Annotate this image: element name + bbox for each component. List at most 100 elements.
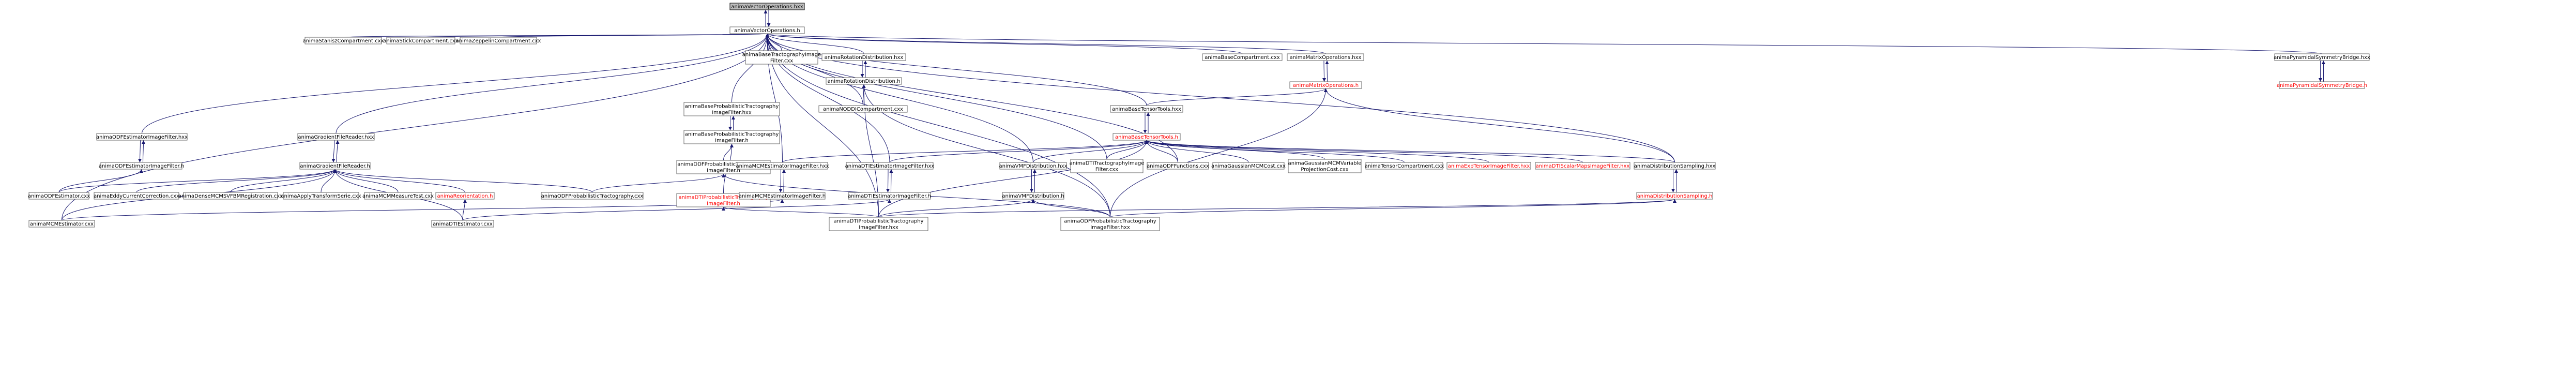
node-box[interactable] [1636, 192, 1713, 200]
file-node-animavmfdistribution-hxx[interactable]: animaVMFDistribution.hxx [999, 162, 1068, 170]
node-box[interactable] [821, 53, 906, 61]
file-node-animaapplytransformserie-cxx[interactable]: animaApplyTransformSerie.cxx [281, 192, 361, 200]
node-box[interactable] [541, 192, 644, 200]
file-node-animagaussianmcmvariableprojectioncost-cxx[interactable]: animaGaussianMCMVariableProjectionCost.c… [1288, 159, 1362, 173]
node-box[interactable] [297, 133, 375, 141]
node-label: ImageFilter.h [707, 201, 740, 207]
file-node-animarotationdistribution-h[interactable]: animaRotationDistribution.h [826, 77, 902, 85]
node-box[interactable] [94, 192, 179, 200]
node-box[interactable] [745, 50, 818, 65]
node-box[interactable] [431, 220, 494, 228]
node-box[interactable] [1289, 81, 1362, 89]
node-box[interactable] [386, 37, 455, 44]
file-node-animapyramidalsymmetrybridge-h[interactable]: animaPyramidalSymmetryBridge.h [2277, 81, 2367, 89]
file-node-animaodffunctions-cxx[interactable]: animaODFFunctions.cxx [1147, 162, 1209, 170]
node-box[interactable] [729, 3, 805, 10]
node-box[interactable] [739, 192, 826, 200]
node-box[interactable] [1202, 53, 1283, 61]
node-box[interactable] [846, 162, 934, 170]
file-node-animadtiscalarmapsimagefilter-hxx[interactable]: animaDTIScalarMapsImageFilter.hxx [1535, 162, 1630, 170]
node-box[interactable] [1535, 162, 1630, 170]
file-node-animavectoroperations-h[interactable]: animaVectorOperations.h [729, 26, 805, 34]
file-node-animabaseprobabilistictractographyimagefilter-hxx[interactable]: animaBaseProbabilisticTractographyImageF… [683, 102, 780, 116]
node-box[interactable] [28, 220, 95, 228]
file-node-animatensorcompartment-cxx[interactable]: animaTensorCompartment.cxx [1365, 162, 1444, 170]
node-box[interactable] [729, 26, 805, 34]
node-box[interactable] [1147, 162, 1209, 170]
file-node-animaodfestimator-cxx[interactable]: animaODFEstimator.cxx [28, 192, 90, 200]
node-box[interactable] [848, 192, 931, 200]
node-box[interactable] [2274, 53, 2370, 61]
file-node-animanoddicompartment-cxx[interactable]: animaNODDICompartment.cxx [818, 105, 908, 113]
node-box[interactable] [1112, 133, 1181, 141]
edge-odfest_cxx-to-grad_h [58, 169, 337, 193]
edge-distsamp_hxx-to-btt_h [1145, 140, 1675, 163]
file-node-animadtiestimator-cxx[interactable]: animaDTIEstimator.cxx [431, 220, 494, 228]
file-node-animabasetensortools-hxx[interactable]: animaBaseTensorTools.hxx [1110, 105, 1183, 113]
node-box[interactable] [999, 162, 1067, 170]
file-node-animamcmestimatorimagefilter-hxx[interactable]: animaMCMEstimatorImageFilter.hxx [736, 162, 829, 170]
file-node-animabaseprobabilistictractographyimagefilter-h[interactable]: animaBaseProbabilisticTractographyImageF… [683, 130, 780, 144]
file-node-animagradientfilereader-h[interactable]: animaGradientFileReader.h [299, 162, 371, 170]
node-box[interactable] [1634, 162, 1716, 170]
file-node-animadtiprobabilistictractographyimagefilter-hxx[interactable]: animaDTIProbabilisticTractographyImageFi… [829, 217, 928, 231]
file-node-animabasecompartment-cxx[interactable]: animaBaseCompartment.cxx [1202, 53, 1283, 61]
node-box[interactable] [1002, 192, 1064, 200]
node-box[interactable] [28, 192, 89, 200]
file-node-animaodfestimatorimagefilter-h[interactable]: animaODFEstimatorImageFilter.h [99, 162, 184, 170]
file-node-animamcmmeasuretest-cxx[interactable]: animaMCMMeasureTest.cxx [362, 192, 434, 200]
node-box[interactable] [737, 162, 828, 170]
file-node-animavmfdistribution-h[interactable]: animaVMFDistribution.h [1002, 192, 1064, 200]
file-node-animagradientfilereader-hxx[interactable]: animaGradientFileReader.hxx [297, 133, 375, 141]
file-node-animadtiestimatorimagefilter-h[interactable]: animaDTIEstimatorImageFilter.h [848, 192, 931, 200]
file-node-animadensemcmsvfbmregistration-cxx[interactable]: animaDenseMCMSVFBMRegistration.cxx [178, 192, 283, 200]
file-node-animadistributionsampling-hxx[interactable]: animaDistributionSampling.hxx [1634, 162, 1716, 170]
file-node-animamcmestimator-cxx[interactable]: animaMCMEstimator.cxx [28, 220, 95, 228]
node-box[interactable] [1110, 105, 1183, 113]
node-box[interactable] [1060, 217, 1160, 231]
edge-basecomp-to-vo_h [765, 33, 1243, 54]
node-box[interactable] [96, 133, 188, 141]
file-node-animapyramidalsymmetrybridge-hxx[interactable]: animaPyramidalSymmetryBridge.hxx [2274, 53, 2370, 61]
node-box[interactable] [100, 162, 182, 170]
node-box[interactable] [304, 37, 382, 44]
file-node-animamcmestimatorimagefilter-h[interactable]: animaMCMEstimatorImageFilter.h [739, 192, 826, 200]
file-node-animazeppelincompartment-cxx[interactable]: animaZeppelinCompartment.cxx [456, 37, 541, 44]
file-node-animamatrixoperations-h[interactable]: animaMatrixOperations.h [1289, 81, 1362, 89]
node-box[interactable] [299, 162, 371, 170]
node-box[interactable] [460, 37, 537, 44]
node-box[interactable] [1288, 159, 1362, 173]
file-node-animagaussianmcmcost-cxx[interactable]: animaGaussianMCMCost.cxx [1211, 162, 1286, 170]
file-node-animaeddycurrentcorrection-cxx[interactable]: animaEddyCurrentCorrection.cxx [94, 192, 179, 200]
file-node-animaodfprobabilistictractographyimagefilter-hxx[interactable]: animaODFProbabilisticTractographyImageFi… [1060, 217, 1160, 231]
node-box[interactable] [829, 217, 928, 231]
node-box[interactable] [826, 77, 902, 85]
file-node-animarotationdistribution-hxx[interactable]: animaRotationDistribution.hxx [821, 53, 906, 61]
file-node-animareorientation-h[interactable]: animaReorientation.h [435, 192, 495, 200]
node-box[interactable] [1365, 162, 1443, 170]
file-node-animadtiestimatorimagefilter-hxx[interactable]: animaDTIEstimatorImageFilter.hxx [845, 162, 935, 170]
file-node-animabasetensortools-h[interactable]: animaBaseTensorTools.h [1112, 133, 1181, 141]
file-node-animaodfprobabilistictractography-cxx[interactable]: animaODFProbabilisticTractography.cxx [541, 192, 644, 200]
node-box[interactable] [683, 102, 780, 116]
node-box[interactable] [1070, 159, 1144, 173]
file-node-animavectoroperations-hxx[interactable]: animaVectorOperations.hxx [729, 3, 805, 10]
file-node-animamatrixoperations-hxx[interactable]: animaMatrixOperations.hxx [1287, 53, 1364, 61]
file-node-animastaniszcompartment-cxx[interactable]: animaStaniszCompartment.cxx [302, 37, 384, 44]
node-box[interactable] [364, 192, 432, 200]
node-box[interactable] [435, 192, 495, 200]
file-node-animadistributionsampling-h[interactable]: animaDistributionSampling.h [1636, 192, 1713, 200]
node-box[interactable] [1212, 162, 1285, 170]
file-node-animaodfestimatorimagefilter-hxx[interactable]: animaODFEstimatorImageFilter.hxx [96, 133, 188, 141]
node-box[interactable] [1287, 53, 1364, 61]
node-box[interactable] [183, 192, 278, 200]
node-box[interactable] [1446, 162, 1531, 170]
node-box[interactable] [2279, 81, 2365, 89]
file-node-animaexptensorimagefilter-hxx[interactable]: animaExpTensorImageFilter.hxx [1446, 162, 1531, 170]
file-node-animastickcompartment-cxx[interactable]: animaStickCompartment.cxx [383, 37, 459, 44]
node-box[interactable] [283, 192, 359, 200]
node-box[interactable] [818, 105, 908, 113]
node-box[interactable] [683, 130, 780, 144]
